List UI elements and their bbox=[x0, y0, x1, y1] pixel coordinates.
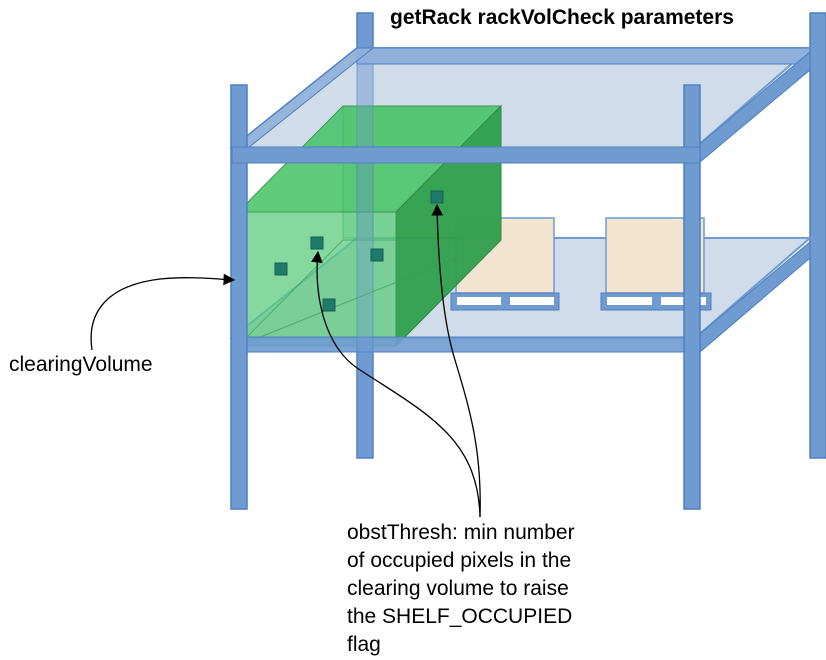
occupied-pixel bbox=[274, 262, 288, 276]
obst-thresh-line: obstThresh: min number bbox=[347, 521, 575, 544]
pallet-slot bbox=[510, 297, 554, 305]
occupied-pixel bbox=[430, 190, 444, 204]
pallet-slot bbox=[607, 297, 652, 305]
cube-inner-edge bbox=[237, 239, 502, 347]
rack-upright-front-left bbox=[230, 84, 248, 510]
obst-thresh-label: obstThresh: min number of occupied pixel… bbox=[347, 519, 575, 659]
occupied-pixel bbox=[310, 236, 324, 250]
obst-thresh-line: of occupied pixels in the bbox=[347, 549, 572, 572]
occupied-pixel bbox=[322, 298, 336, 312]
rack-upright-back-right bbox=[809, 12, 826, 459]
obst-thresh-line: clearing volume to raise bbox=[347, 577, 569, 600]
clearing-volume-label: clearingVolume bbox=[9, 353, 153, 376]
lower-shelf-front-beam bbox=[231, 336, 701, 353]
occupied-pixel bbox=[370, 248, 384, 262]
diagram-title: getRack rackVolCheck parameters bbox=[390, 6, 734, 29]
clearing-volume-arrow bbox=[90, 273, 236, 351]
rack-upright-front-right bbox=[683, 84, 701, 510]
obst-thresh-line: flag bbox=[347, 633, 381, 656]
obst-thresh-line: the SHELF_OCCUPIED bbox=[347, 605, 573, 628]
top-shelf-front-beam bbox=[231, 146, 701, 164]
pallet-slot bbox=[457, 297, 501, 305]
top-shelf-back-beam bbox=[356, 47, 811, 65]
obst-thresh-arrow-1 bbox=[311, 250, 481, 518]
clearing-volume-cube bbox=[236, 104, 503, 348]
obst-thresh-arrow-2 bbox=[431, 203, 481, 518]
